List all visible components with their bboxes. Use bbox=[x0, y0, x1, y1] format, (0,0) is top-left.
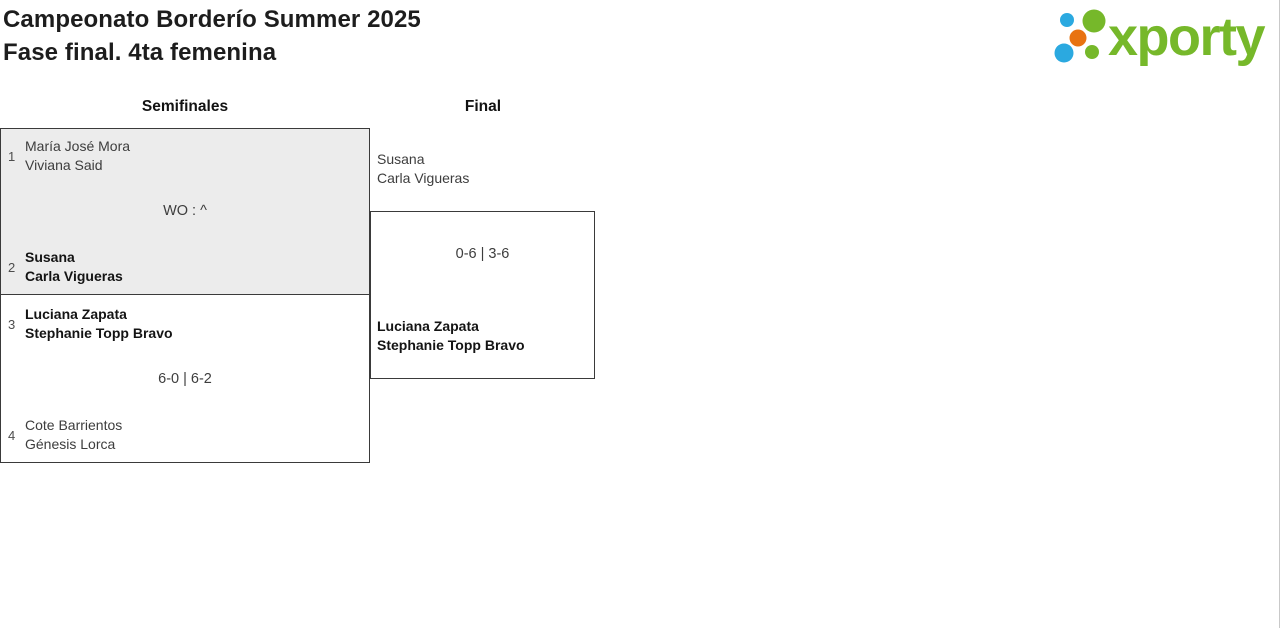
seed-number: 3 bbox=[8, 316, 16, 332]
xporty-wordmark: xporty bbox=[1108, 7, 1266, 67]
round-header-semifinales: Semifinales bbox=[141, 98, 229, 115]
semifinal-1-team-1: 1 María José Mora Viviana Said bbox=[0, 137, 370, 175]
player-name: Génesis Lorca bbox=[25, 436, 116, 452]
semifinal-1-team-2: 2 Susana Carla Vigueras bbox=[0, 248, 370, 286]
seed-number: 1 bbox=[8, 148, 16, 164]
tournament-title-line2: Fase final. 4ta femenina bbox=[3, 39, 277, 66]
player-name: Stephanie Topp Bravo bbox=[377, 337, 525, 353]
player-name: Cote Barrientos bbox=[25, 417, 123, 433]
team-players: Cote Barrientos Génesis Lorca bbox=[25, 416, 122, 454]
final-match-box bbox=[370, 211, 595, 379]
round-header-final: Final bbox=[464, 98, 502, 115]
semifinal-2-score: 6-0 | 6-2 bbox=[158, 371, 212, 387]
tournament-title-line1: Campeonato Borderío Summer 2025 bbox=[3, 6, 421, 33]
seed-number: 2 bbox=[8, 259, 16, 275]
final-team-1: Susana Carla Vigueras bbox=[377, 150, 469, 188]
semifinal-2-team-2: 4 Cote Barrientos Génesis Lorca bbox=[0, 416, 370, 454]
team-players: María José Mora Viviana Said bbox=[25, 137, 130, 175]
tournament-title: Campeonato Borderío Summer 2025 Fase fin… bbox=[3, 3, 421, 69]
semifinal-1-score: WO : ^ bbox=[163, 203, 207, 219]
player-name: Stephanie Topp Bravo bbox=[25, 325, 173, 341]
player-name: Susana bbox=[25, 249, 75, 265]
xporty-logo[interactable]: xporty bbox=[1045, 2, 1280, 74]
player-name: Viviana Said bbox=[25, 157, 103, 173]
player-name: María José Mora bbox=[25, 138, 131, 154]
player-name: Carla Vigueras bbox=[377, 170, 470, 186]
final-team-2: Luciana Zapata Stephanie Topp Bravo bbox=[377, 317, 525, 355]
player-name: Luciana Zapata bbox=[25, 306, 127, 322]
player-name: Carla Vigueras bbox=[25, 268, 123, 284]
semifinal-2-team-1: 3 Luciana Zapata Stephanie Topp Bravo bbox=[0, 305, 370, 343]
semifinal-1-match-box bbox=[0, 128, 370, 295]
player-name: Luciana Zapata bbox=[377, 318, 479, 334]
team-players: Luciana Zapata Stephanie Topp Bravo bbox=[25, 305, 173, 343]
semifinal-2-match-box bbox=[0, 294, 370, 463]
team-players: Susana Carla Vigueras bbox=[25, 248, 123, 286]
final-score: 0-6 | 3-6 bbox=[455, 246, 510, 262]
xporty-logo-dots-icon bbox=[1054, 9, 1106, 63]
seed-number: 4 bbox=[8, 427, 16, 443]
player-name: Susana bbox=[377, 151, 425, 167]
